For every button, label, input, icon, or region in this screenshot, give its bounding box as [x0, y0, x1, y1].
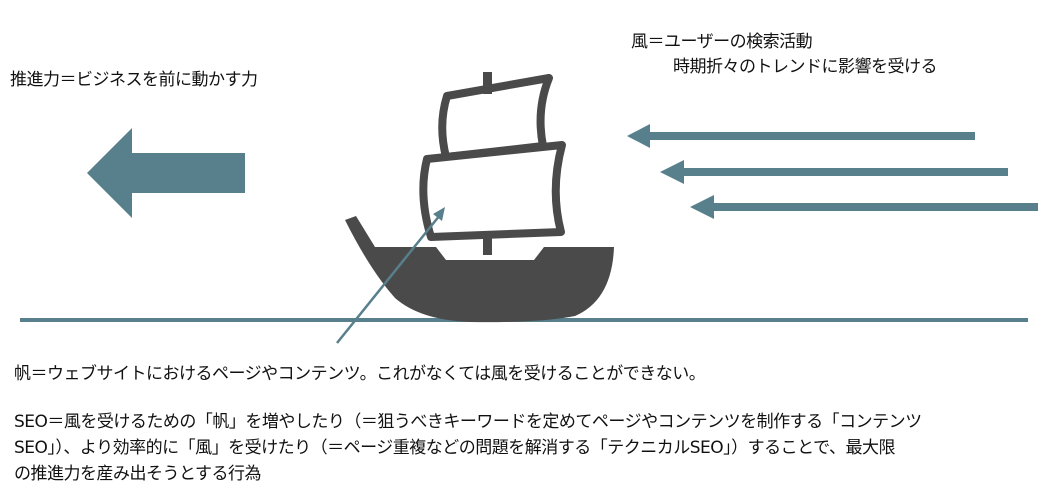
seo-description-line2: SEO」）、より効率的に「風」を受けたり（＝ページ重複などの問題を解消する「テク…: [14, 438, 895, 458]
seo-description-line3: の推進力を産み出そうとする行為: [14, 464, 262, 484]
wind-arrow-icon: [660, 160, 1008, 184]
wind-label-line2: 時期折々のトレンドに影響を受ける: [673, 57, 938, 77]
propulsion-label: 推進力＝ビジネスを前に動かす力: [10, 70, 258, 90]
wind-arrow-icon: [690, 195, 1038, 219]
wind-label-line1: 風＝ユーザーの検索活動: [631, 32, 813, 52]
wind-arrow-icon: [627, 124, 975, 148]
wind-arrows: [627, 124, 1038, 219]
seo-description-line1: SEO＝風を受けるための「帆」を増やしたり（＝狙うべきキーワードを定めてページや…: [14, 412, 922, 432]
propulsion-arrow-icon: [87, 128, 245, 218]
ship-icon: [345, 72, 614, 323]
sail-label: 帆＝ウェブサイトにおけるページやコンテンツ。これがなくては風を受けることができな…: [14, 364, 706, 384]
sail-pointer-arrow: [336, 207, 445, 344]
